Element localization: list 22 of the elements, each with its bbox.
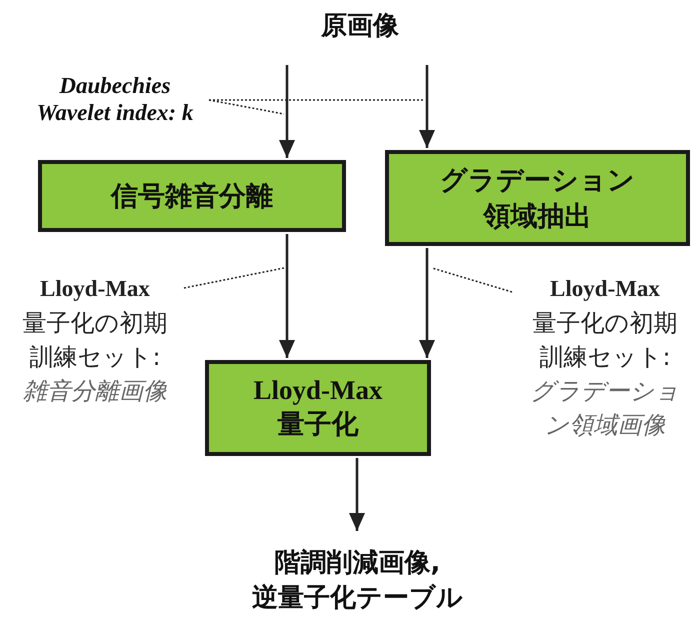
arrow	[279, 65, 295, 158]
leader-line	[432, 267, 512, 293]
arrow	[279, 234, 295, 358]
note-italic-text: 雑音分離画像	[22, 376, 168, 407]
leader-line	[209, 99, 424, 101]
parameter-note: Daubechies Wavelet index: k	[25, 72, 205, 126]
process-box	[205, 360, 431, 456]
note-text: 量子化の初期訓練セット:	[22, 308, 168, 373]
arrow	[419, 65, 435, 148]
input-label: 原画像	[300, 8, 420, 43]
process-box: 信号雑音分離	[38, 160, 346, 232]
note-italic-text: グラデーション領域画像	[530, 376, 680, 441]
arrow	[349, 458, 365, 531]
box-label: 量子化	[278, 408, 358, 442]
leader-line	[184, 267, 284, 289]
note-heading: Lloyd-Max	[549, 275, 661, 303]
arrow	[419, 248, 435, 358]
note-text: 量子化の初期訓練セット:	[532, 308, 678, 373]
note-heading: Lloyd-Max	[39, 275, 151, 303]
box-label: Lloyd-Max	[253, 374, 382, 406]
output-label: 階調削減画像, 逆量子化テーブル	[230, 545, 485, 615]
process-box: グラデーション領域抽出	[385, 150, 690, 246]
